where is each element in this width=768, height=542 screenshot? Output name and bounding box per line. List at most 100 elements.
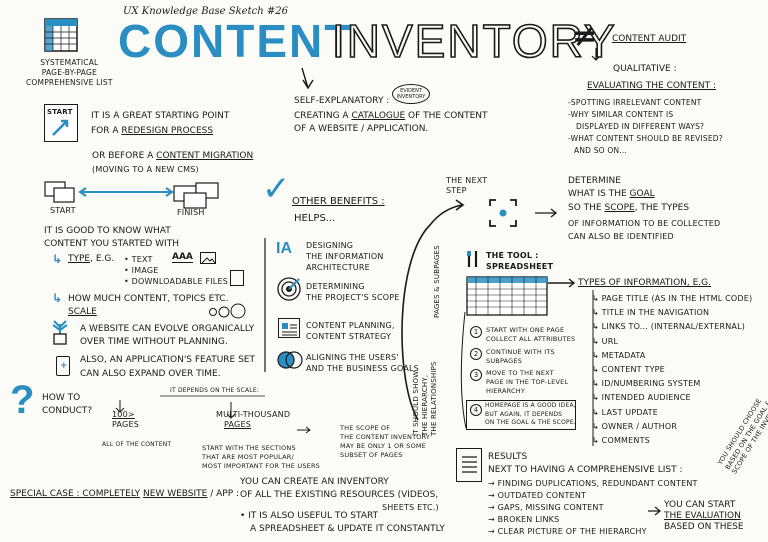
step-item: START WITH ONE PAGE COLLECT ALL ATTRIBUT… bbox=[486, 326, 575, 344]
tools-icon bbox=[466, 250, 480, 268]
label-line: THE TOOL : bbox=[486, 251, 539, 260]
small-scale: 100> PAGES bbox=[112, 410, 139, 430]
special-text5: A SPREADSHEET & UPDATE IT CONSTANTLY bbox=[250, 524, 445, 534]
text-span: OF THE CONTENT bbox=[408, 111, 488, 121]
list-item-text: PAGE TITLE (AS IN THE HTML CODE) bbox=[601, 294, 753, 303]
benefit-line: CONTENT PLANNING, bbox=[306, 321, 395, 330]
file-icon bbox=[230, 270, 244, 286]
ia-icon: IA bbox=[276, 240, 292, 257]
start-label: START bbox=[50, 206, 76, 215]
redesign-highlight: REDESIGN PROCESS bbox=[121, 126, 214, 136]
scale-label: SCALE bbox=[68, 307, 97, 317]
text-span: WHAT IS THE bbox=[568, 189, 627, 199]
list-item: -SPOTTING IRRELEVANT CONTENT bbox=[568, 98, 702, 107]
list-item: ↳ COMMENTS bbox=[592, 436, 650, 446]
benefits-title: OTHER BENEFITS : bbox=[292, 196, 385, 207]
list-item: DISPLAYED IN DIFFERENT WAYS? bbox=[576, 122, 705, 131]
step-line: MOVE TO THE NEXT bbox=[486, 369, 554, 377]
step-number: 3 bbox=[470, 369, 482, 381]
list-item: ↳ LINKS TO... (INTERNAL/EXTERNAL) bbox=[592, 322, 746, 332]
list-item: → CLEAR PICTURE OF THE HIERARCHY bbox=[488, 527, 647, 536]
title-inventory: INVENTORY bbox=[331, 14, 617, 68]
how-to-line1: HOW TO bbox=[42, 393, 81, 403]
arrow-right-icon: ↳ bbox=[52, 291, 63, 305]
special-label: SPECIAL CASE : COMPLETELY bbox=[10, 489, 141, 499]
list-item: ↳ INTENDED AUDIENCE bbox=[592, 393, 691, 403]
benefits-helps: HELPS... bbox=[294, 213, 336, 224]
start-text1: IT IS A GREAT STARTING POINT bbox=[91, 111, 230, 121]
list-item: ↳ TITLE IN THE NAVIGATION bbox=[592, 308, 710, 318]
audit-qualitative: QUALITATIVE : bbox=[613, 64, 677, 74]
scale-line: PAGES bbox=[224, 420, 251, 429]
step-number: 2 bbox=[470, 348, 482, 360]
start-sections-text: START WITH THE SECTIONS THAT ARE MOST PO… bbox=[202, 444, 320, 471]
next-step-label: THE NEXT STEP bbox=[446, 176, 487, 196]
benefit-item-goals: ALIGNING THE USERS' AND THE BUSINESS GOA… bbox=[306, 352, 419, 374]
caption-line: COMPREHENSIVE LIST bbox=[26, 78, 113, 87]
all-content-text: ALL OF THE CONTENT bbox=[102, 441, 172, 448]
catalogue-highlight: CATALOGUE bbox=[351, 111, 406, 121]
list-item: ↳ CONTENT TYPE bbox=[592, 365, 665, 375]
good-to-know-line1: IT IS GOOD TO KNOW WHAT bbox=[44, 226, 171, 236]
determine-line3: SO THE SCOPE, THE TYPES bbox=[568, 203, 689, 214]
label-line: THE RELATIONSHIPS bbox=[430, 361, 438, 436]
scope-text: THE SCOPE OF THE CONTENT INVENTORY MAY B… bbox=[340, 424, 430, 460]
benefit-line: THE INFORMATION bbox=[306, 252, 384, 261]
benefit-item-strategy: CONTENT PLANNING, CONTENT STRATEGY bbox=[306, 320, 395, 342]
audit-evaluating: EVALUATING THE CONTENT : bbox=[587, 81, 716, 91]
start-evaluation: YOU CAN START THE EVALUATION BASED ON TH… bbox=[664, 500, 744, 533]
step-item: MOVE TO THE NEXT PAGE IN THE TOP-LEVEL H… bbox=[486, 369, 568, 396]
text-line: THE CONTENT INVENTORY bbox=[340, 433, 431, 441]
list-item-text: COMMENTS bbox=[601, 436, 650, 446]
speech-bubble: EVIDENT INVENTORY bbox=[392, 84, 430, 104]
special-text3: SHEETS ETC.) bbox=[382, 503, 439, 512]
homepage-note-box bbox=[466, 400, 576, 430]
scope-highlight: SCOPE bbox=[604, 203, 635, 213]
list-item: ↳ PAGE TITLE (AS IN THE HTML CODE) bbox=[592, 294, 753, 303]
start-text4: (MOVING TO A NEW CMS) bbox=[92, 165, 199, 174]
scale-line: MULTI-THOUSAND bbox=[216, 410, 291, 419]
text-line: MOST IMPORTANT FOR THE USERS bbox=[202, 462, 321, 470]
plant-icon bbox=[48, 320, 72, 346]
goal-highlight: GOAL bbox=[629, 189, 655, 199]
special-text1: YOU CAN CREATE AN INVENTORY bbox=[240, 477, 389, 487]
start-box-icon: START bbox=[44, 104, 78, 142]
type-label: TYPE bbox=[68, 254, 91, 264]
overlap-circles-icon bbox=[276, 350, 304, 370]
phone-icon: + bbox=[56, 356, 70, 376]
new-website-highlight: NEW WEBSITE bbox=[143, 489, 208, 499]
finish-label: FINISH bbox=[177, 208, 205, 217]
results-title: RESULTS bbox=[488, 452, 528, 462]
benefit-item-ia: DESIGNING THE INFORMATION ARCHITECTURE bbox=[306, 240, 384, 273]
list-item-text: LINKS TO... (INTERNAL/EXTERNAL) bbox=[601, 322, 746, 332]
spreadsheet-grid-icon bbox=[466, 276, 548, 316]
big-scale: MULTI-THOUSAND PAGES bbox=[216, 410, 290, 430]
tool-label: THE TOOL : SPREADSHEET bbox=[486, 250, 553, 272]
list-item-text: LAST UPDATE bbox=[601, 407, 658, 417]
special-case-line: SPECIAL CASE : COMPLETELY NEW WEBSITE / … bbox=[10, 489, 239, 500]
list-item: ↳ URL bbox=[592, 336, 619, 346]
checkmark-icon: ✓ bbox=[262, 169, 291, 209]
how-much-text: HOW MUCH CONTENT, TOPICS ETC. bbox=[68, 294, 229, 304]
list-item: • DOWNLOADABLE FILES bbox=[124, 277, 228, 286]
list-item: -WHY SIMILAR CONTENT IS bbox=[568, 110, 674, 119]
list-item-text: METADATA bbox=[601, 350, 646, 360]
benefit-item-scope: DETERMINING THE PROJECT'S SCOPE bbox=[306, 281, 400, 303]
start-pages-icon bbox=[44, 178, 82, 206]
list-item: • IMAGE bbox=[124, 266, 159, 275]
evolve-line2: OVER TIME WITHOUT PLANNING. bbox=[80, 337, 228, 347]
determine-line1: DETERMINE bbox=[568, 176, 621, 186]
text-line: MAY BE ONLY 1 OR SOME bbox=[340, 442, 427, 450]
audit-list: -SPOTTING IRRELEVANT CONTENT -WHY SIMILA… bbox=[568, 97, 723, 157]
scale-line: PAGES bbox=[112, 420, 139, 429]
special-text2: OF ALL THE EXISTING RESOURCES (VIDEOS, bbox=[240, 490, 439, 500]
list-item-text: FINDING DUPLICATIONS, REDUNDANT CONTENT bbox=[497, 479, 698, 488]
list-item: → OUTDATED CONTENT bbox=[488, 491, 587, 500]
text-line: START WITH THE SECTIONS bbox=[202, 444, 296, 452]
start-box-label: START bbox=[47, 108, 73, 116]
target-icon bbox=[276, 276, 302, 302]
list-item-text: ID/NUMBERING SYSTEM bbox=[601, 379, 701, 389]
benefit-line: DESIGNING bbox=[306, 241, 354, 250]
types-info-title: TYPES OF INFORMATION, E.G. bbox=[578, 278, 712, 288]
list-item: → GAPS, MISSING CONTENT bbox=[488, 503, 604, 512]
